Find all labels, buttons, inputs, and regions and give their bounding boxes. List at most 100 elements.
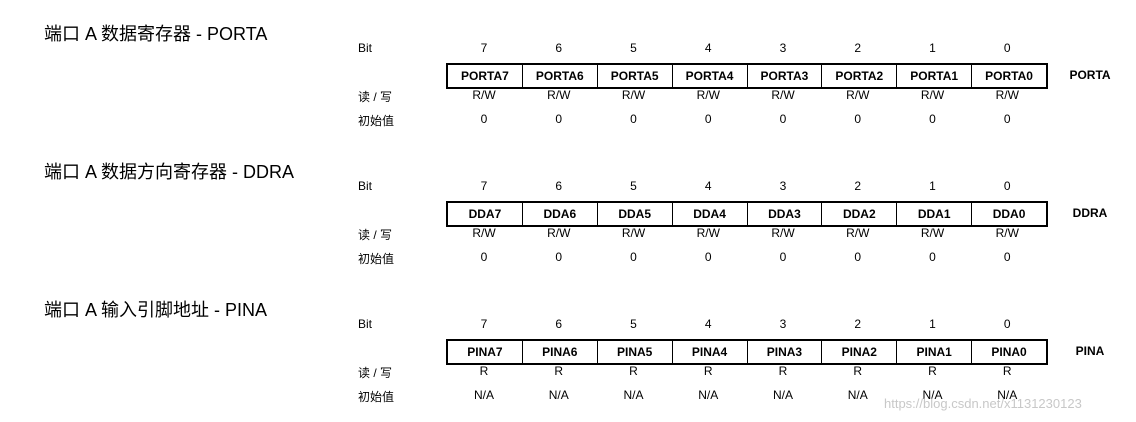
init-value: N/A	[623, 388, 644, 402]
rw-value: R	[703, 364, 713, 378]
bit-number: 7	[480, 317, 488, 331]
init-value: 0	[480, 250, 488, 264]
bit-field-cell: DDA7	[448, 203, 523, 225]
init-row-label: 初始值	[358, 114, 395, 128]
register-name: PORTA	[1069, 68, 1111, 82]
rw-value: R	[479, 364, 489, 378]
init-value: 0	[704, 112, 712, 126]
bit-field-cell: PORTA7	[448, 65, 523, 87]
bit-number: 6	[555, 41, 563, 55]
bit-number: 1	[929, 41, 936, 55]
rw-value: R/W	[920, 226, 945, 240]
bit-row-label: Bit	[358, 41, 373, 55]
rw-value: R/W	[621, 88, 646, 102]
bit-number: 2	[854, 41, 862, 55]
bit-number: 0	[1003, 41, 1011, 55]
bit-number: 6	[555, 179, 563, 193]
rw-value: R/W	[472, 226, 496, 240]
bit-number: 5	[630, 317, 637, 331]
bit-field-cell: PINA7	[448, 341, 523, 363]
bit-field-cell: PINA2	[822, 341, 898, 363]
bit-number: 0	[1003, 317, 1011, 331]
bit-field-cell: PORTA3	[748, 65, 823, 87]
init-value: 0	[555, 250, 563, 264]
bit-field-cell: PORTA2	[822, 65, 898, 87]
rw-value: R	[853, 364, 863, 378]
rw-row-label: 读 / 写	[358, 228, 393, 242]
rw-value: R/W	[771, 88, 795, 102]
init-value: N/A	[772, 388, 793, 402]
init-value: 0	[630, 112, 637, 126]
bit-number: 1	[929, 317, 936, 331]
init-value: 0	[1003, 250, 1011, 264]
rw-value: R	[629, 364, 638, 378]
bit-number: 5	[630, 41, 637, 55]
bit-number: 4	[704, 179, 712, 193]
rw-value: R/W	[771, 226, 795, 240]
init-value: N/A	[922, 388, 943, 402]
bit-field-cell: PORTA0	[985, 69, 1033, 83]
bit-field-cell: PINA6	[523, 341, 598, 363]
init-value: N/A	[473, 388, 494, 402]
init-value: 0	[929, 112, 936, 126]
init-value: 0	[1003, 112, 1011, 126]
init-value: 0	[929, 250, 936, 264]
init-value: N/A	[548, 388, 569, 402]
register-name: PINA	[1075, 344, 1105, 358]
init-value: N/A	[997, 388, 1018, 402]
watermark: https://blog.csdn.net/x1131230123	[884, 396, 1082, 411]
bit-field-cell: DDA5	[598, 203, 673, 225]
register-title: 端口 A 数据寄存器 - PORTA	[44, 24, 268, 44]
rw-value: R/W	[995, 226, 1019, 240]
rw-value: R/W	[846, 226, 870, 240]
bit-field-cell: PINA4	[673, 341, 748, 363]
bit-number: 0	[1003, 179, 1011, 193]
bit-number: 3	[779, 41, 787, 55]
bit-row-label: Bit	[358, 317, 373, 331]
init-value: 0	[630, 250, 637, 264]
bit-field-cell: PORTA4	[673, 65, 748, 87]
bit-field-cell: DDA1	[897, 203, 973, 225]
rw-row-label: 读 / 写	[358, 366, 393, 380]
bit-number: 5	[630, 179, 637, 193]
rw-value: R/W	[846, 88, 870, 102]
rw-value: R/W	[621, 226, 646, 240]
init-row-label: 初始值	[358, 252, 395, 266]
bit-field-cell: PINA3	[748, 341, 823, 363]
bit-number: 3	[779, 179, 787, 193]
register-title: 端口 A 数据方向寄存器 - DDRA	[44, 162, 295, 182]
bit-number: 3	[779, 317, 787, 331]
rw-value: R	[778, 364, 788, 378]
bit-number: 4	[704, 41, 712, 55]
bit-field-cell: PINA5	[598, 341, 673, 363]
init-value: 0	[854, 112, 862, 126]
init-value: 0	[854, 250, 862, 264]
init-value: 0	[555, 112, 563, 126]
rw-value: R	[1002, 364, 1012, 378]
rw-value: R/W	[696, 88, 720, 102]
rw-value: R/W	[472, 88, 496, 102]
init-value: 0	[704, 250, 712, 264]
init-value: 0	[779, 250, 787, 264]
bit-field-cell: PORTA1	[897, 65, 973, 87]
rw-row-label: 读 / 写	[358, 90, 393, 104]
init-value: N/A	[847, 388, 868, 402]
bit-field-cell: DDA3	[748, 203, 823, 225]
register-name: DDRA	[1072, 206, 1108, 220]
bit-field-cell: PORTA6	[523, 65, 598, 87]
bit-field-cell: PORTA5	[598, 65, 673, 87]
bit-field-cell: DDA6	[523, 203, 598, 225]
rw-value: R/W	[995, 88, 1019, 102]
bit-number: 4	[704, 317, 712, 331]
rw-value: R/W	[920, 88, 945, 102]
rw-value: R/W	[547, 88, 571, 102]
init-value: 0	[480, 112, 488, 126]
bit-field-cell: PINA1	[897, 341, 973, 363]
bit-field-cell: DDA0	[992, 207, 1026, 221]
